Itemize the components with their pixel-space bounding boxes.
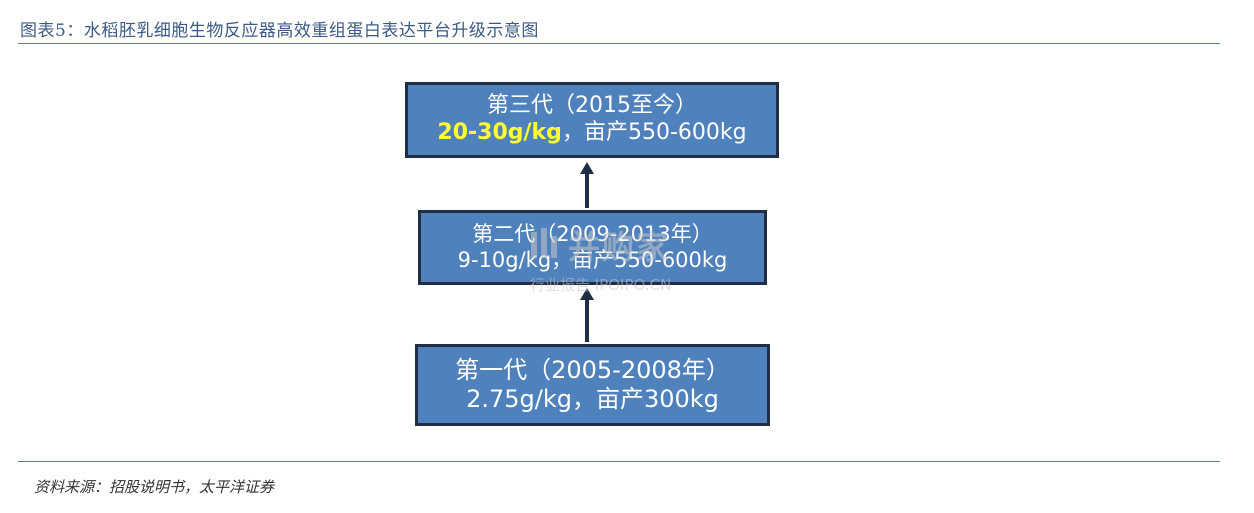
generation-3-acre-yield: 亩产550-600kg xyxy=(583,120,747,145)
arrow-gen2-to-gen3-shaft xyxy=(585,173,589,208)
source-divider xyxy=(18,461,1220,462)
arrow-gen1-to-gen2 xyxy=(580,288,594,342)
generation-3-box: 第三代（2015至今） 20-30g/kg，亩产550-600kg xyxy=(405,82,779,158)
arrow-gen1-to-gen2-head xyxy=(580,288,594,300)
generation-1-acre-yield: 亩产300kg xyxy=(595,385,719,413)
generation-1-yield: 2.75g/kg xyxy=(466,385,572,413)
source-note: 资料来源：招股说明书，太平洋证券 xyxy=(34,478,275,496)
generation-2-box: 第二代（2009-2013年） 9-10g/kg，亩产550-600kg xyxy=(418,210,767,285)
generation-2-separator: ， xyxy=(551,247,573,272)
generation-1-label: 第一代（2005-2008年） xyxy=(455,355,730,384)
arrow-gen2-to-gen3-head xyxy=(580,162,594,174)
generation-3-stats: 20-30g/kg，亩产550-600kg xyxy=(437,120,746,147)
generation-1-stats: 2.75g/kg，亩产300kg xyxy=(466,385,719,414)
arrow-gen2-to-gen3 xyxy=(580,162,594,208)
generation-1-separator: ， xyxy=(571,385,596,413)
arrow-gen1-to-gen2-shaft xyxy=(585,299,589,342)
figure-title: 图表5：水稻胚乳细胞生物反应器高效重组蛋白表达平台升级示意图 xyxy=(20,21,539,41)
title-divider xyxy=(18,43,1220,44)
generation-2-label: 第二代（2009-2013年） xyxy=(472,221,713,246)
generation-3-separator: ， xyxy=(561,120,584,145)
generation-2-yield: 9-10g/kg xyxy=(457,247,552,272)
generation-3-label: 第三代（2015至今） xyxy=(487,93,697,119)
generation-2-stats: 9-10g/kg，亩产550-600kg xyxy=(458,248,728,274)
generation-1-box: 第一代（2005-2008年） 2.75g/kg，亩产300kg xyxy=(415,344,770,426)
generation-3-yield: 20-30g/kg xyxy=(437,120,562,145)
generation-2-acre-yield: 亩产550-600kg xyxy=(572,247,728,272)
